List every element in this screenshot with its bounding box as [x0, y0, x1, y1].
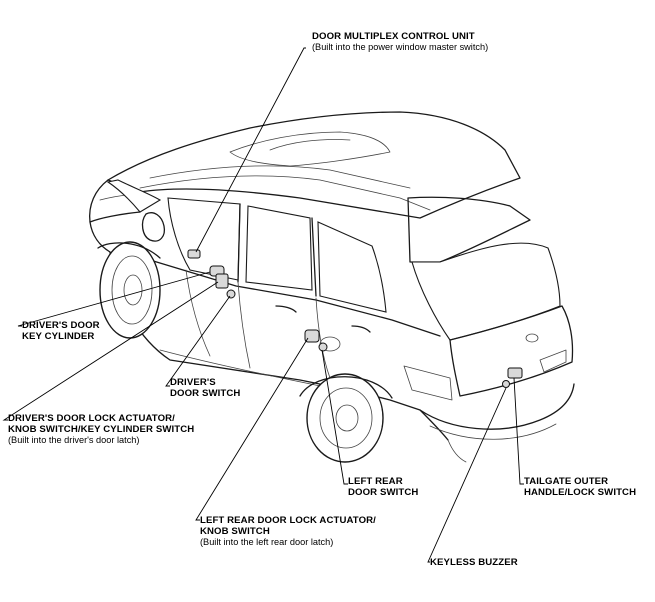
leader-left-rear-actuator	[195, 337, 309, 521]
door-lock-actuator-part	[215, 273, 229, 289]
label-left-rear-door-lock-actuator: LEFT REAR DOOR LOCK ACTUATOR/ KNOB SWITC…	[200, 515, 376, 548]
label-drivers-door-switch: DRIVER'S DOOR SWITCH	[170, 377, 240, 399]
multiplex-unit-part	[187, 249, 201, 259]
leader-lines	[2, 47, 524, 563]
label-door-switch-line1: DRIVER'S	[170, 377, 216, 388]
components	[187, 249, 523, 388]
leader-multiplex	[195, 47, 306, 253]
label-multiplex-title: DOOR MULTIPLEX CONTROL UNIT	[312, 31, 475, 42]
suv-body	[89, 111, 575, 463]
left-rear-actuator-part	[304, 329, 320, 343]
keyless-buzzer-part	[502, 380, 510, 388]
label-left-rear-switch-line2: DOOR SWITCH	[348, 487, 419, 498]
label-left-rear-actuator-line1: LEFT REAR DOOR LOCK ACTUATOR/	[200, 515, 376, 526]
label-left-rear-door-switch: LEFT REAR DOOR SWITCH	[348, 476, 418, 498]
tailgate-switch-part	[507, 367, 523, 379]
leader-lock-actuator	[2, 281, 219, 421]
label-key-cylinder-line2: KEY CYLINDER	[22, 331, 95, 342]
label-buzzer-title: KEYLESS BUZZER	[430, 557, 518, 568]
left-rear-door-switch-part	[318, 342, 328, 352]
leader-key-cylinder	[17, 271, 211, 327]
leader-left-rear-switch	[321, 349, 348, 485]
label-door-switch-line2: DOOR SWITCH	[170, 388, 241, 399]
label-left-rear-actuator-line2: KNOB SWITCH	[200, 526, 270, 537]
label-multiplex-control-unit: DOOR MULTIPLEX CONTROL UNIT (Built into …	[312, 31, 488, 53]
label-drivers-door-lock-actuator: DRIVER'S DOOR LOCK ACTUATOR/ KNOB SWITCH…	[8, 413, 194, 446]
label-tailgate-outer-handle-switch: TAILGATE OUTER HANDLE/LOCK SWITCH	[524, 476, 636, 498]
label-key-cylinder-line1: DRIVER'S DOOR	[22, 320, 100, 331]
label-multiplex-note: (Built into the power window master swit…	[312, 42, 489, 52]
label-lock-actuator-line1: DRIVER'S DOOR LOCK ACTUATOR/	[8, 413, 175, 424]
label-left-rear-actuator-note: (Built into the left rear door latch)	[200, 537, 334, 547]
leader-tailgate	[513, 377, 524, 485]
leader-buzzer	[427, 387, 507, 563]
label-lock-actuator-line2: KNOB SWITCH/KEY CYLINDER SWITCH	[8, 424, 195, 435]
label-lock-actuator-note: (Built into the driver's door latch)	[8, 435, 140, 445]
label-drivers-door-key-cylinder: DRIVER'S DOOR KEY CYLINDER	[22, 320, 100, 342]
driver-door-switch-part	[226, 289, 236, 299]
label-keyless-buzzer: KEYLESS BUZZER	[430, 557, 518, 568]
label-tailgate-line2: HANDLE/LOCK SWITCH	[524, 487, 637, 498]
label-tailgate-line1: TAILGATE OUTER	[524, 476, 609, 487]
leader-door-switch	[165, 295, 231, 387]
label-left-rear-switch-line1: LEFT REAR	[348, 476, 403, 487]
